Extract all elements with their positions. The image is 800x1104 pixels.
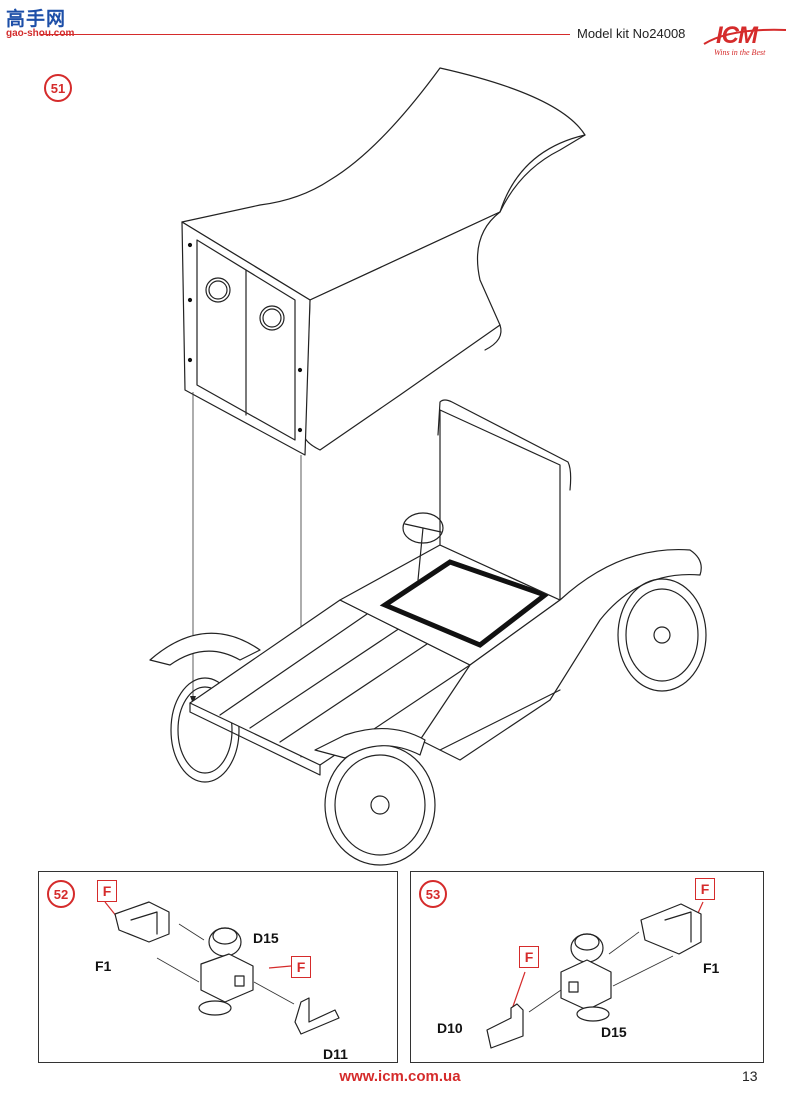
part-label-d11: D11: [323, 1046, 348, 1062]
part-assembly-illustration: [486, 901, 704, 1049]
watermark-chinese-text: 高手网: [6, 8, 67, 30]
watermark-url: gao-shou.com: [6, 28, 74, 39]
part-label-f1: F1: [703, 960, 720, 976]
sprue-marker-box: F: [97, 880, 117, 902]
page-number: 13: [742, 1068, 758, 1084]
step-number-badge: 53: [419, 880, 447, 908]
brand-tagline: Wins in the Best: [714, 48, 766, 57]
part-label-d15: D15: [253, 930, 279, 946]
sprue-marker-box: F: [695, 878, 715, 900]
watermark-logo: 高手网 gao-shou.com: [6, 4, 74, 46]
header-rule: [40, 34, 570, 35]
model-kit-label: Model kit No24008: [577, 26, 686, 41]
car-chassis-illustration: [149, 399, 707, 866]
part-assembly-illustration: [104, 901, 340, 1035]
part-label-d10: D10: [437, 1020, 463, 1036]
logo-swoosh-icon: [703, 28, 787, 45]
part-label-d15: D15: [601, 1024, 627, 1040]
step-52-panel: 52 F F F1 D15 D11: [38, 871, 398, 1063]
footer-website-link[interactable]: www.icm.com.ua: [339, 1068, 461, 1085]
sprue-marker-box: F: [519, 946, 539, 968]
car-assembly-drawing: [149, 67, 707, 866]
sprue-marker-box: F: [291, 956, 311, 978]
step-number-badge: 52: [47, 880, 75, 908]
brand-name: ICM: [716, 22, 758, 49]
step-number-badge: 51: [44, 74, 72, 102]
icm-brand-logo: ICM Wins in the Best: [700, 22, 792, 62]
part-label-f1: F1: [95, 958, 112, 974]
cargo-box-illustration: [181, 67, 586, 456]
step-53-panel: 53 F F F1 D15 D10: [410, 871, 764, 1063]
